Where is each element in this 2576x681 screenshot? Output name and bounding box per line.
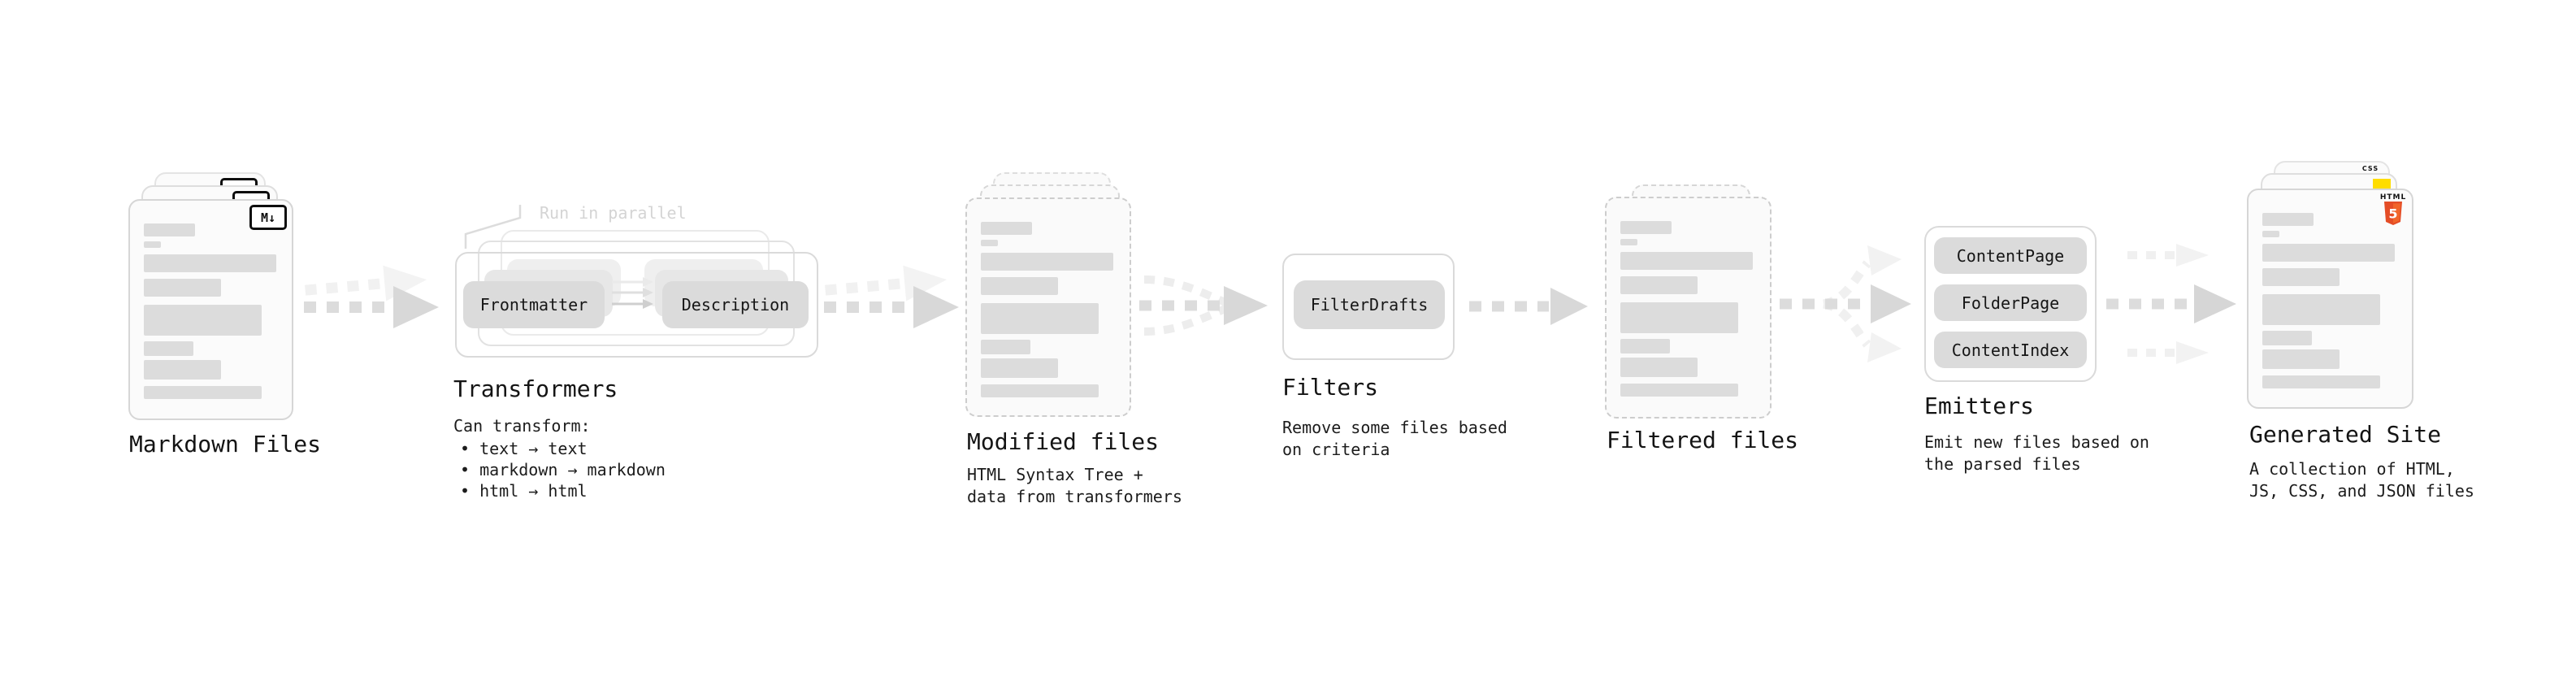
- stage-label-filtered-files: Filtered files: [1607, 427, 1799, 453]
- document-placeholder-line: [1620, 276, 1698, 294]
- stage-label-modified-files: Modified files: [967, 428, 1160, 455]
- document-placeholder-line: [2262, 268, 2340, 286]
- description-line: A collection of HTML,: [2249, 459, 2455, 479]
- markdown-icon: M↓: [249, 205, 287, 230]
- emitters-description: Emit new files based on the parsed files: [1924, 432, 2149, 475]
- emitter-content-index-box: ContentIndex: [1934, 332, 2087, 368]
- filters-description: Remove some files based on criteria: [1282, 417, 1507, 461]
- description-line: the parsed files: [1924, 454, 2081, 474]
- emitter-label: FolderPage: [1961, 293, 2060, 313]
- modified-files-description: HTML Syntax Tree + data from transformer…: [967, 464, 1182, 508]
- document-placeholder-line: [2262, 213, 2314, 226]
- description-line: JS, CSS, and JSON files: [2249, 481, 2474, 501]
- emitter-content-page-box: ContentPage: [1934, 237, 2087, 274]
- transformers-description-heading: Can transform:: [453, 416, 591, 436]
- document-placeholder-line: [1620, 339, 1670, 354]
- transform-step-arrow: [612, 299, 653, 309]
- filtered-file-card-front: [1605, 197, 1772, 419]
- markdown-icon-label: M↓: [260, 210, 276, 225]
- html5-shield: 5: [2384, 202, 2402, 225]
- html5-icon: HTML 5: [2377, 193, 2409, 225]
- document-placeholder-line: [981, 340, 1030, 354]
- document-placeholder-line: [2262, 231, 2279, 237]
- description-line: on criteria: [1282, 440, 1390, 459]
- fanout-arrow-filtered-to-emitters: [1780, 245, 1911, 362]
- transformer-description-box: Description: [662, 281, 809, 328]
- bullet-item: • markdown → markdown: [460, 460, 666, 479]
- flow-arrow-transformers-to-modified: [824, 265, 959, 328]
- document-placeholder-line: [1620, 252, 1753, 270]
- document-placeholder-line: [2262, 244, 2395, 262]
- annotation-leader-line: [464, 205, 522, 249]
- run-in-parallel-annotation: Run in parallel: [540, 203, 687, 223]
- bullet-item: • html → html: [460, 481, 588, 501]
- site-file-card-html: HTML 5: [2247, 189, 2413, 409]
- modified-file-card-front: [965, 197, 1131, 417]
- description-line: data from transformers: [967, 487, 1182, 506]
- css-icon-label: CSS: [2361, 165, 2379, 172]
- html5-icon-word: HTML: [2379, 193, 2407, 202]
- document-placeholder-line: [2262, 375, 2380, 388]
- generated-site-description: A collection of HTML, JS, CSS, and JSON …: [2249, 458, 2474, 502]
- transformer-run-front: [455, 252, 818, 358]
- document-placeholder-line: [1620, 239, 1637, 245]
- filter-drafts-box: FilterDrafts: [1294, 280, 1445, 329]
- stage-label-filters: Filters: [1282, 374, 1379, 401]
- document-placeholder-line: [981, 358, 1058, 378]
- transformers-bullet-list: • text → text • markdown → markdown • ht…: [460, 438, 666, 501]
- emitter-label: ContentIndex: [1951, 340, 2070, 360]
- document-placeholder-line: [981, 253, 1113, 271]
- document-placeholder-line: [144, 241, 161, 248]
- bullet-item: • text → text: [460, 439, 588, 458]
- stage-label-markdown-files: Markdown Files: [129, 431, 322, 458]
- document-placeholder-line: [144, 341, 193, 356]
- document-placeholder-line: [2262, 331, 2312, 345]
- emitter-label: ContentPage: [1956, 245, 2065, 266]
- markdown-file-card-front: M↓: [128, 199, 293, 420]
- description-line: HTML Syntax Tree +: [967, 465, 1143, 484]
- html5-icon-numeral: 5: [2388, 206, 2397, 222]
- emitters-container: [1924, 226, 2097, 382]
- document-placeholder-line: [1620, 302, 1738, 333]
- document-placeholder-line: [1620, 221, 1672, 234]
- document-placeholder-line: [144, 305, 262, 336]
- parallel-arrows-emitters-to-site: [2106, 244, 2236, 364]
- description-line: Emit new files based on: [1924, 432, 2149, 452]
- filters-container: [1282, 254, 1455, 360]
- filter-drafts-label: FilterDrafts: [1310, 295, 1429, 314]
- description-line: Remove some files based: [1282, 418, 1507, 437]
- document-placeholder-line: [1620, 358, 1698, 377]
- document-placeholder-line: [144, 279, 221, 297]
- stage-label-emitters: Emitters: [1924, 393, 2034, 419]
- transformer-frontmatter-box: Frontmatter: [463, 281, 605, 328]
- stage-label-transformers: Transformers: [453, 375, 618, 402]
- document-placeholder-line: [144, 223, 195, 236]
- transformer-frontmatter-label: Frontmatter: [479, 295, 588, 314]
- document-placeholder-line: [981, 277, 1058, 295]
- document-placeholder-line: [981, 384, 1099, 397]
- document-placeholder-line: [144, 254, 276, 272]
- document-placeholder-line: [2262, 294, 2380, 325]
- transform-step-arrow: [612, 277, 653, 287]
- transformer-description-label: Description: [681, 295, 790, 314]
- document-placeholder-line: [981, 303, 1099, 334]
- flow-arrow-filters-to-filtered: [1469, 288, 1588, 325]
- document-placeholder-line: [981, 222, 1032, 235]
- emitter-folder-page-box: FolderPage: [1934, 284, 2087, 321]
- document-placeholder-line: [144, 386, 262, 399]
- js-icon: [2373, 179, 2391, 189]
- merge-arrow-modified-to-filters: [1139, 275, 1268, 336]
- document-placeholder-line: [144, 360, 221, 380]
- document-placeholder-line: [2262, 349, 2340, 369]
- flow-arrow-markdown-to-transformers: [304, 265, 439, 328]
- stage-label-generated-site: Generated Site: [2249, 421, 2442, 448]
- document-placeholder-line: [1620, 384, 1738, 397]
- document-placeholder-line: [981, 240, 998, 246]
- transform-step-arrow: [612, 288, 653, 297]
